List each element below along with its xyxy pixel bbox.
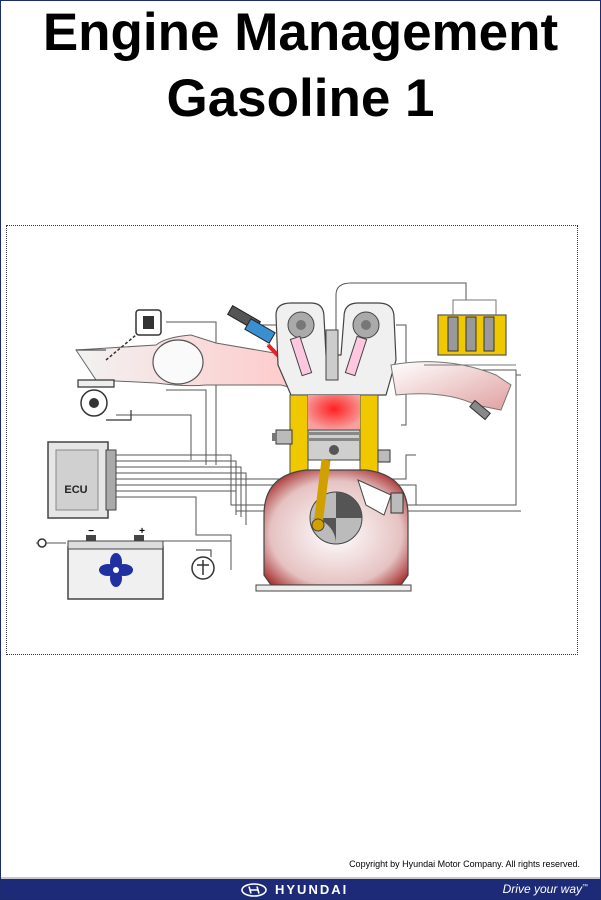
page-title-line-2: Gasoline 1: [166, 69, 435, 128]
slogan-trademark: ™: [582, 884, 588, 890]
hyundai-emblem-icon: [99, 553, 133, 587]
idle-speed-actuator: [77, 379, 132, 421]
battery: − +: [37, 526, 231, 600]
knock-sensor-icon: [272, 429, 293, 445]
crankcase: [255, 459, 412, 592]
crankshaft-position-sensor-icon: [390, 492, 404, 514]
ecu-module: ECU: [47, 441, 117, 519]
battery-plus-label: +: [139, 526, 145, 537]
page-title-line-1: Engine Management: [42, 3, 559, 62]
diagram-frame: [6, 225, 578, 655]
brand-name: HYUNDAI: [275, 882, 349, 897]
hyundai-logo-icon: [241, 882, 267, 897]
main-relay-icon: [191, 549, 215, 580]
engine-management-diagram: ECU − +: [36, 282, 521, 600]
brand-slogan: Drive your way™: [503, 882, 588, 896]
battery-minus-label: −: [88, 526, 94, 537]
slogan-text: Drive your way: [502, 882, 582, 896]
copyright-notice: Copyright by Hyundai Motor Company. All …: [349, 859, 580, 869]
ecu-label: ECU: [64, 484, 87, 496]
throttle-position-sensor: [105, 309, 162, 361]
cylinder-head: [275, 302, 397, 396]
intake-manifold: [75, 334, 307, 391]
brand-logo: HYUNDAI: [241, 882, 348, 897]
ignition-coil-pack: [437, 299, 507, 356]
coolant-temp-sensor-icon: [377, 449, 391, 463]
cylinder-block: [289, 394, 379, 476]
footer-bar: HYUNDAI Drive your way™: [1, 877, 600, 899]
exhaust-manifold: [390, 361, 516, 421]
